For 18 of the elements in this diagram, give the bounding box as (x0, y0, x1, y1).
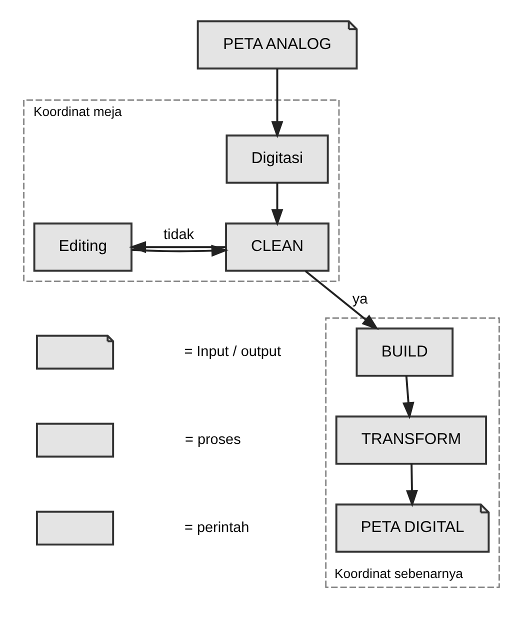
node-box: Digitasi (226, 134, 329, 184)
edge-label: ya (352, 290, 368, 307)
edge-label: tidak (164, 226, 194, 242)
node-box: Editing (33, 222, 132, 272)
node-box (36, 422, 114, 458)
arrow (271, 182, 284, 226)
arrow (402, 375, 414, 419)
node-box (36, 510, 114, 546)
node-box: BUILD (356, 327, 454, 376)
arrow (271, 68, 284, 138)
arrow (132, 244, 228, 256)
legend-label: = perintah (184, 519, 250, 536)
arrow (406, 463, 418, 507)
node-box: TRANSFORM (335, 415, 488, 464)
legend-label: = proses (185, 431, 241, 448)
legend-label: = Input / output (184, 343, 281, 360)
node-box: CLEAN (225, 222, 330, 272)
arrow (128, 240, 226, 253)
